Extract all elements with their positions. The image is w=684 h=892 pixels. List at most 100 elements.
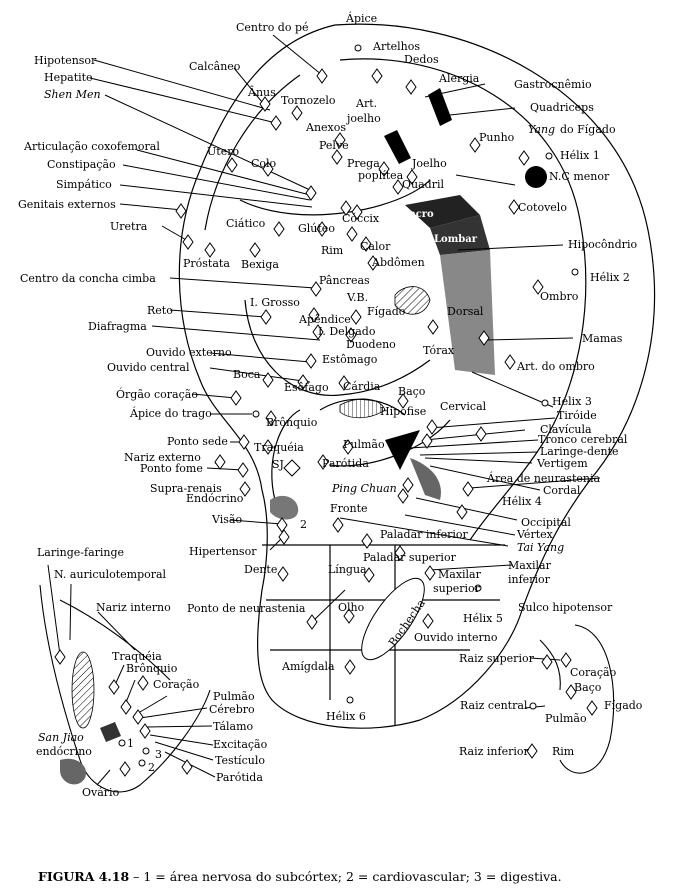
vb-hatch	[394, 286, 431, 315]
figure-caption: FIGURA 4.18 – 1 = área nervosa do subcór…	[38, 869, 562, 884]
label-art-do-ombro: Art. do ombro	[516, 360, 595, 373]
marker-diamond	[332, 517, 344, 533]
label-bronquio-2: Brônquio	[126, 662, 178, 675]
marker-diamond	[475, 426, 487, 442]
marker-diamond	[397, 393, 409, 409]
hipofise-hatch	[339, 398, 386, 419]
label-ping-chuan: Ping Chuan	[331, 482, 397, 495]
marker-circle	[571, 268, 579, 276]
label-helix-4: Hélix 4	[502, 495, 542, 508]
label-mamas: Mamas	[582, 332, 623, 345]
label-boca: Boca	[233, 368, 261, 381]
label-rim-2: Rim	[552, 745, 575, 758]
marker-diamond	[239, 481, 251, 497]
label-figado: Fígado	[367, 305, 406, 318]
label-bexiga: Bexiga	[241, 258, 279, 271]
label-ouvido-interno: Ouvido interno	[414, 631, 498, 644]
label-lingua: Língua	[328, 563, 367, 576]
label-num-1: 1	[127, 737, 134, 750]
marker-diamond	[108, 679, 120, 695]
tragus-contour	[271, 409, 301, 501]
marker-diamond	[478, 330, 490, 346]
label-pulmao: Pulmão	[343, 438, 385, 451]
label-quadril: Quadril	[402, 178, 444, 191]
label-coracao: Coração	[153, 678, 200, 691]
marker-diamond	[422, 613, 434, 629]
lombar-zone	[430, 215, 490, 255]
label-diafragma: Diafragma	[88, 320, 147, 333]
label-laringe-dente: Laringe-dente	[540, 445, 619, 458]
marker-diamond	[526, 743, 538, 759]
label-orgao-coracao: Órgão coração	[116, 387, 198, 401]
label-simpatico: Simpático	[56, 178, 112, 191]
label-vb: V.B.	[346, 291, 368, 304]
inset-right-inner	[539, 639, 561, 691]
marker-circle	[138, 759, 146, 767]
marker-diamond	[230, 390, 242, 406]
label-san-jiao-2: endócrino	[36, 745, 92, 758]
marker-diamond	[260, 309, 272, 325]
label-dedos: Dedos	[404, 53, 439, 66]
marker-diamond	[456, 504, 468, 520]
label-testiculo: Testículo	[215, 754, 265, 767]
marker-diamond	[367, 255, 379, 271]
marker-diamond	[340, 200, 352, 216]
label-area-neurastenia: Área de neurastenia	[486, 471, 600, 485]
label-cervical: Cervical	[440, 400, 487, 413]
label-nariz-externo: Nariz externo	[124, 451, 201, 464]
marker-diamond	[504, 354, 516, 370]
sj-diamond-open	[283, 459, 301, 477]
label-sacro: Sacro	[402, 209, 434, 220]
marker-diamond	[508, 199, 520, 215]
marker-diamond	[262, 161, 274, 177]
label-occipital: Occipital	[521, 516, 571, 529]
inset-hatch-oval	[71, 651, 95, 729]
concha-cavum-contour	[244, 299, 431, 396]
bochecha-oval	[361, 577, 425, 661]
label-endocrino: Endócrino	[186, 492, 244, 505]
label-visao: Visão	[211, 513, 242, 526]
label-clavicula: Clavícula	[540, 423, 592, 436]
marker-diamond	[182, 234, 194, 250]
figure-caption-text: – 1 = área nervosa do subcórtex; 2 = car…	[129, 869, 562, 884]
label-hipotensor: Hipotensor	[34, 54, 97, 67]
art-joelho-block	[384, 130, 411, 164]
label-artelhos: Artelhos	[372, 40, 420, 53]
label-laringe-faringe: Laringe-faringe	[37, 546, 124, 559]
label-num-3: 3	[155, 748, 162, 761]
inset-left	[39, 584, 211, 793]
label-colo: Colo	[251, 157, 277, 170]
marker-diamond	[342, 439, 354, 455]
label-apice-do-trago: Ápice do trago	[129, 406, 212, 420]
marker-diamond	[343, 608, 355, 624]
label-prega-1: Prega	[347, 157, 380, 170]
label-sj: SJ	[272, 458, 284, 471]
marker-diamond	[345, 327, 357, 343]
inset-left-inner	[59, 599, 171, 681]
label-raiz-central: Raiz central	[460, 699, 528, 712]
marker-diamond	[424, 565, 436, 581]
marker-diamond	[305, 353, 317, 369]
label-pulmao-2: Pulmão	[213, 690, 255, 703]
marker-circle	[529, 702, 537, 710]
sacro-zone	[405, 195, 480, 228]
marker-diamond	[394, 545, 406, 561]
marker-diamond	[310, 281, 322, 297]
label-nariz-interno: Nariz interno	[96, 601, 171, 614]
marker-diamond	[316, 68, 328, 84]
marker-diamond	[334, 132, 346, 148]
inset-right-outline	[559, 624, 615, 774]
marker-diamond	[308, 307, 320, 323]
label-apice: Ápice	[345, 11, 377, 25]
label-parotida: Parótida	[322, 457, 369, 470]
marker-circle	[354, 44, 362, 52]
label-n-auriculotemporal: N. auriculotemporal	[54, 568, 167, 581]
marker-diamond	[273, 221, 285, 237]
nc-menor-dot	[525, 166, 547, 188]
marker-diamond	[265, 410, 277, 426]
label-yang-do-figado-2: do Fígado	[560, 123, 616, 136]
marker-circle	[541, 399, 549, 407]
marker-circle	[142, 747, 150, 755]
label-joelho: Joelho	[411, 157, 447, 170]
marker-diamond	[137, 675, 149, 691]
